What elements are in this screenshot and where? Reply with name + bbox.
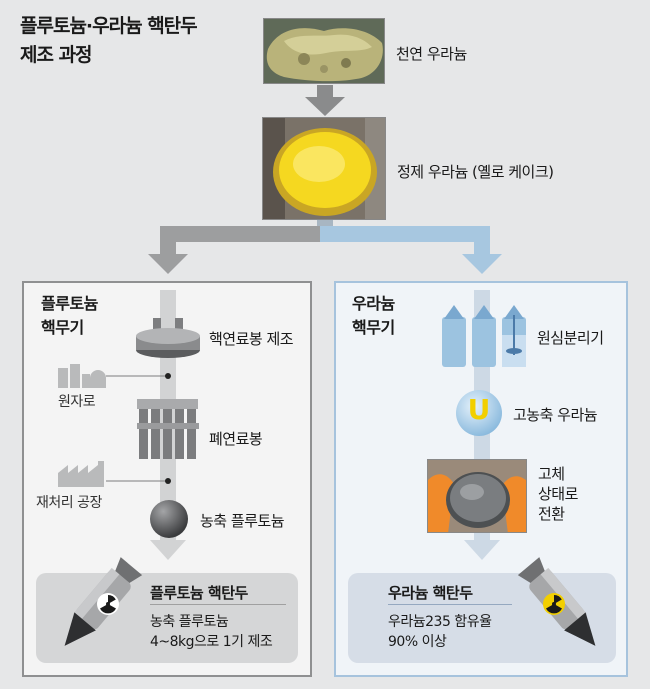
uranium-panel-title: 우라늄 핵무기 [352, 292, 395, 340]
connector-left-drop [160, 226, 176, 256]
plutonium-title-line-2: 핵무기 [41, 318, 84, 337]
plutonium-panel-title: 플루토늄 핵무기 [41, 292, 98, 340]
uranium-desc-line-1: 우라늄235 함유율 [388, 614, 492, 630]
plutonium-bomb-icon [64, 557, 143, 646]
reactor-icon [58, 364, 106, 388]
uranium-warhead-divider [388, 604, 512, 605]
centrifuge-label: 원심분리기 [537, 329, 604, 347]
uranium-symbol: U [467, 393, 491, 426]
title-line-1: 플루토늄·우라늄 핵탄두 [20, 15, 198, 37]
solid-conversion-label: 고체 상태로 전환 [538, 464, 578, 524]
uranium-title-line-2: 핵무기 [352, 318, 395, 337]
uranium-desc-line-2: 90% 이상 [388, 634, 447, 650]
natural-uranium-photo [263, 18, 385, 84]
spent-fuel-rods-icon [137, 399, 199, 459]
centrifuge-icon [442, 305, 526, 367]
uranium-title-line-1: 우라늄 [352, 294, 395, 313]
natural-uranium-label: 천연 우라늄 [396, 45, 467, 63]
reprocessing-plant-label: 재처리 공장 [36, 495, 102, 511]
heu-label: 고농축 우라늄 [513, 406, 598, 424]
uranium-warhead-title: 우라늄 핵탄두 [388, 584, 473, 602]
plutonium-title-line-1: 플루토늄 [41, 294, 98, 313]
yellowcake-icon [263, 118, 385, 219]
plutonium-warhead-title: 플루토늄 핵탄두 [150, 584, 248, 602]
fuel-rod-manufacture-icon [136, 318, 200, 358]
solid-uranium-photo [427, 459, 527, 533]
refined-uranium-label: 정제 우라늄 (옐로 케이크) [397, 163, 554, 181]
plutonium-warhead-divider [150, 604, 286, 605]
solid-line-2: 상태로 [538, 485, 578, 503]
rock-icon [264, 19, 384, 83]
uranium-bomb-icon [517, 557, 596, 646]
arrow-head-left [148, 254, 188, 274]
connector-split-left [160, 226, 330, 242]
yellowcake-photo [262, 117, 386, 220]
solid-line-1: 고체 [538, 465, 565, 483]
arrow-head-right [462, 254, 502, 274]
connector-natural-to-refined [317, 85, 333, 97]
connector-right-drop [474, 226, 490, 256]
solid-line-3: 전환 [538, 505, 565, 523]
enriched-plutonium-label: 농축 플루토늄 [200, 512, 285, 530]
uranium-sphere-icon [456, 390, 502, 436]
reactor-label: 원자로 [58, 394, 96, 410]
spent-fuel-rods-label: 폐연료봉 [209, 430, 263, 448]
fuel-rod-manufacture-label: 핵연료봉 제조 [209, 330, 294, 348]
reprocessing-plant-icon [58, 461, 104, 487]
uranium-warhead-desc: 우라늄235 함유율 90% 이상 [388, 612, 492, 652]
connector-split-right [320, 226, 490, 242]
plutonium-desc-line-2: 4~8kg으로 1기 제조 [150, 634, 273, 650]
plutonium-warhead-desc: 농축 플루토늄 4~8kg으로 1기 제조 [150, 612, 273, 652]
plutonium-sphere-icon [150, 500, 188, 538]
title-line-2: 제조 과정 [20, 44, 93, 66]
plutonium-desc-line-1: 농축 플루토늄 [150, 614, 229, 630]
diagram-title: 플루토늄·우라늄 핵탄두 제조 과정 [20, 12, 198, 70]
solid-uranium-disc-icon [428, 460, 526, 532]
arrow-head-natural-to-refined [305, 97, 345, 116]
